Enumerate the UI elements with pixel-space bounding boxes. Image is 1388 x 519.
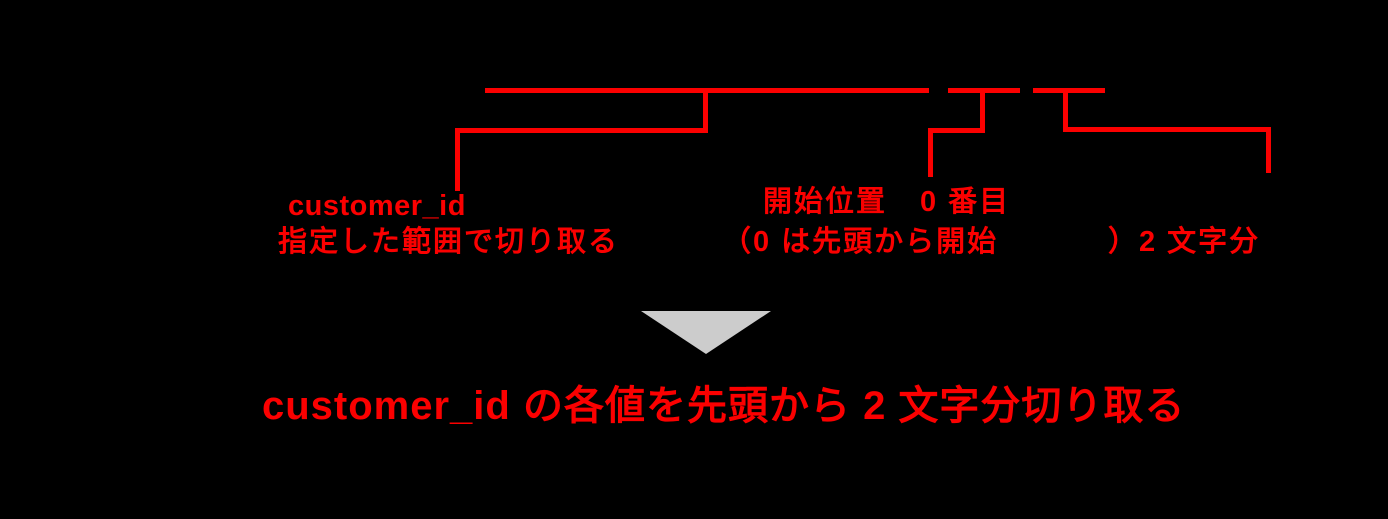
label-arg2-value: 0 番目 xyxy=(920,186,1011,218)
bracket-arg2-stem xyxy=(980,88,985,133)
bracket-arg3-horizontal xyxy=(1063,127,1271,132)
label-arg3-length: ）2 文字分 xyxy=(1108,226,1261,258)
bracket-arg3-pointer xyxy=(1266,127,1271,173)
bracket-arg2-horizontal xyxy=(928,128,985,133)
label-arg1-name: customer_id xyxy=(288,190,466,222)
bracket-arg3-stem xyxy=(1063,88,1068,132)
code-underline-arg3 xyxy=(1033,88,1105,93)
bracket-arg1-pointer xyxy=(455,128,460,191)
conclusion-text: customer_id の各値を先頭から 2 文字分切り取る xyxy=(262,384,1186,428)
bracket-arg1-horizontal xyxy=(455,128,708,133)
bracket-arg2-pointer xyxy=(928,128,933,177)
triangle-down-icon xyxy=(641,311,771,354)
bracket-arg1-stem xyxy=(703,88,708,133)
label-arg1-description: 指定した範囲で切り取る xyxy=(278,226,620,258)
label-arg2-note: （0 は先頭から開始 xyxy=(722,226,999,258)
label-arg2-start-position: 開始位置 xyxy=(763,186,888,218)
